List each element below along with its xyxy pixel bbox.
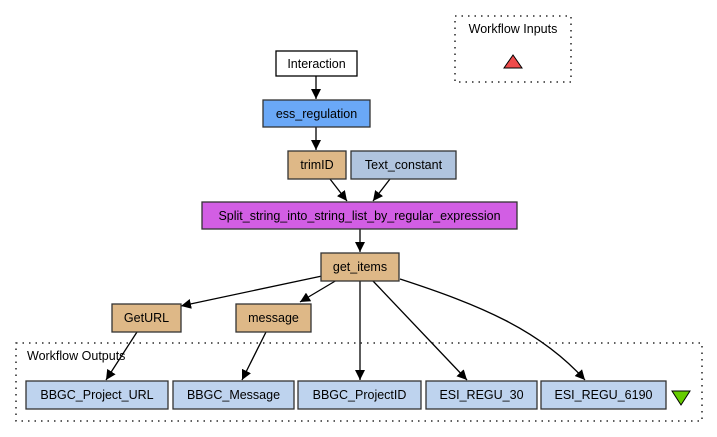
workflow-outputs-cluster: Workflow Outputs — [15, 342, 703, 422]
node-message[interactable]: message — [235, 303, 312, 333]
edge-message-bbgcmessage — [241, 331, 267, 381]
edge-trimid-split — [329, 178, 348, 202]
node-label: BBGC_Message — [187, 388, 280, 402]
triangle-up-icon — [503, 54, 523, 69]
node-label: get_items — [333, 260, 387, 274]
node-label: Text_constant — [365, 158, 443, 172]
node-label: Interaction — [287, 57, 345, 71]
node-split-string[interactable]: Split_string_into_string_list_by_regular… — [201, 201, 518, 230]
output-bbgc-project-url[interactable]: BBGC_Project_URL — [25, 380, 169, 410]
edge-getitems-message — [299, 279, 338, 303]
node-label: ESI_REGU_6190 — [555, 388, 653, 402]
node-trimid[interactable]: trimID — [287, 150, 347, 180]
node-text-constant[interactable]: Text_constant — [350, 150, 457, 180]
node-label: message — [248, 311, 299, 325]
node-get-items[interactable]: get_items — [320, 252, 400, 282]
workflow-inputs-label: Workflow Inputs — [469, 22, 558, 36]
triangle-down-icon — [671, 390, 691, 406]
edges — [105, 76, 586, 381]
workflow-inputs-cluster: Workflow Inputs — [454, 15, 572, 83]
node-ess-regulation[interactable]: ess_regulation — [262, 99, 371, 128]
output-esi-regu-30[interactable]: ESI_REGU_30 — [425, 380, 538, 410]
node-label: GetURL — [124, 311, 169, 325]
node-label: BBGC_Project_URL — [40, 388, 153, 402]
node-label: ESI_REGU_30 — [439, 388, 523, 402]
edge-getitems-geturl — [180, 275, 323, 309]
output-bbgc-message[interactable]: BBGC_Message — [172, 380, 295, 410]
output-esi-regu-6190[interactable]: ESI_REGU_6190 — [540, 380, 667, 410]
node-label: ess_regulation — [276, 107, 357, 121]
edge-getitems-esi6190 — [399, 278, 586, 381]
output-bbgc-projectid[interactable]: BBGC_ProjectID — [297, 380, 422, 410]
node-label: trimID — [300, 158, 333, 172]
node-label: Split_string_into_string_list_by_regular… — [218, 209, 500, 223]
node-label: BBGC_ProjectID — [313, 388, 407, 402]
edge-getitems-esi30 — [372, 280, 468, 381]
workflow-outputs-label: Workflow Outputs — [27, 349, 125, 363]
edge-textconstant-split — [372, 178, 391, 202]
node-geturl[interactable]: GetURL — [111, 303, 182, 333]
node-interaction[interactable]: Interaction — [275, 50, 358, 77]
edge-geturl-url — [105, 331, 138, 381]
